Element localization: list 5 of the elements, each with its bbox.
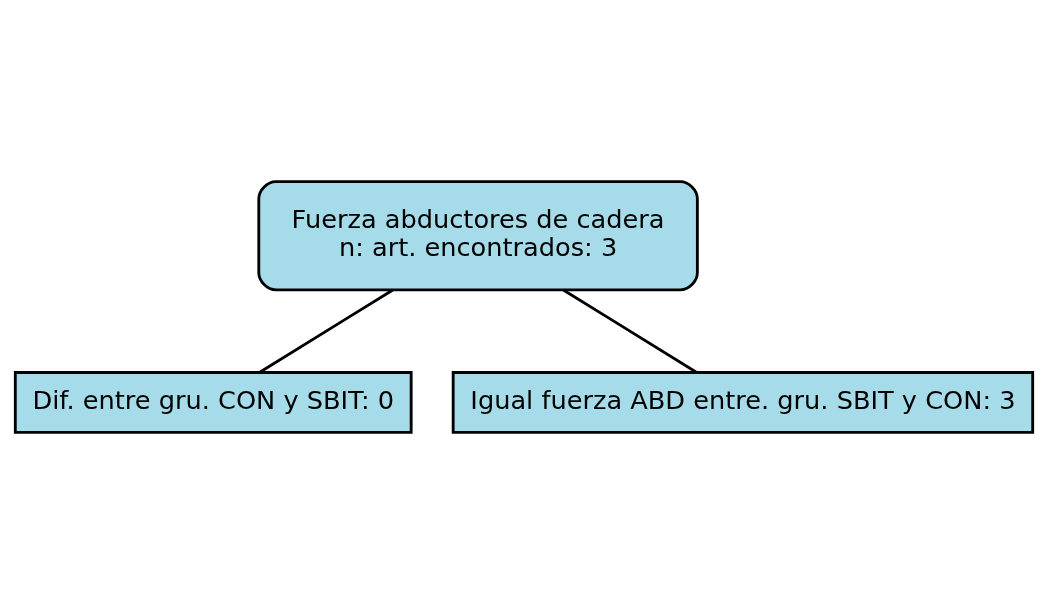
connector: [562, 288, 698, 374]
node-box: Dif. entre gru. CON y SBIT: 0: [13, 370, 413, 434]
node-box: Fuerza abductores de cadera n: art. encontrados: 3: [257, 179, 699, 291]
connector: [258, 288, 394, 374]
node-box: Igual fuerza ABD entre. gru. SBIT y CON: 3: [451, 370, 1035, 434]
